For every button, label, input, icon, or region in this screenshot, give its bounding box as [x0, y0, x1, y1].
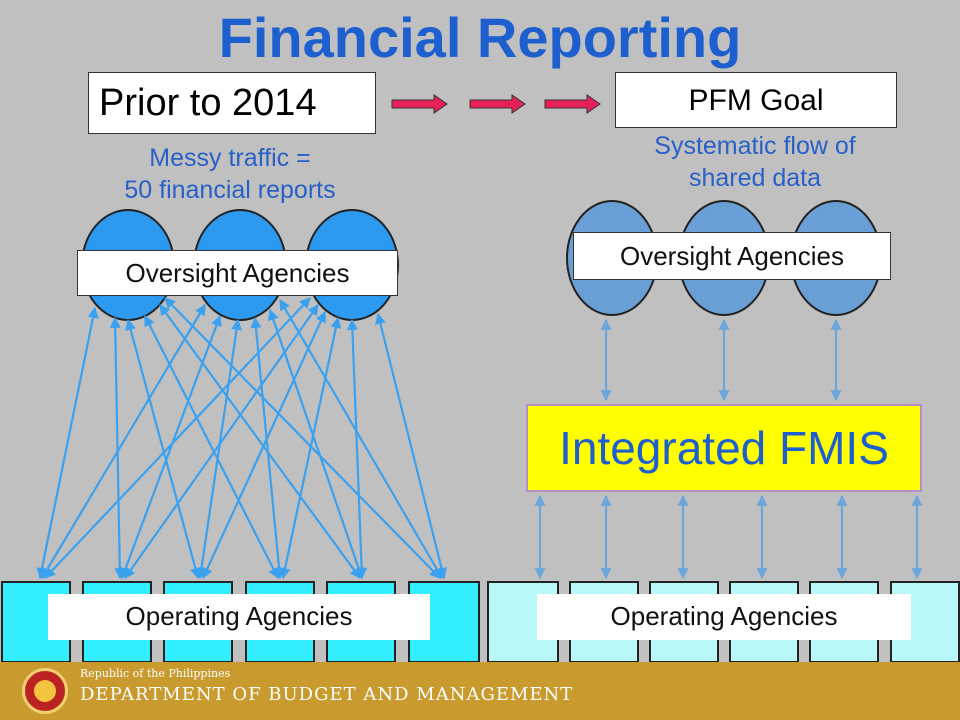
messy-caption: Messy traffic = 50 financial reports: [60, 142, 400, 206]
systematic-caption-line: Systematic flow of: [654, 132, 856, 160]
right-oversight-label: Oversight Agencies: [573, 232, 891, 280]
footer-republic: Republic of the Philippines: [80, 667, 231, 680]
messy-arrow: [125, 318, 201, 580]
systematic-arrows: [534, 318, 923, 580]
dbm-seal-center: [34, 680, 56, 702]
left-operating-label: Operating Agencies: [48, 594, 430, 640]
systematic-caption: Systematic flow of shared data: [595, 130, 915, 194]
prior-label: Prior to 2014: [99, 82, 317, 124]
transition-arrow: [391, 94, 448, 114]
messy-caption-line: Messy traffic =: [149, 144, 311, 172]
transition-arrow: [469, 94, 526, 114]
transition-arrows: [391, 94, 601, 114]
page-title: Financial Reporting: [218, 6, 742, 69]
integrated-fmis-hub: Integrated FMIS: [526, 404, 922, 492]
messy-arrow: [346, 318, 368, 580]
messy-arrows: [36, 297, 447, 580]
goal-label: PFM Goal: [688, 84, 824, 117]
messy-arrow: [44, 297, 311, 579]
messy-arrow: [41, 304, 206, 579]
footer-band: [0, 662, 960, 720]
dbm-seal-icon: [22, 668, 68, 714]
footer-department: DEPARTMENT OF BUDGET AND MANAGEMENT: [80, 684, 574, 705]
systematic-caption-line: shared data: [688, 164, 822, 192]
messy-arrow: [196, 318, 242, 580]
transition-arrow: [544, 94, 601, 114]
messy-arrow: [279, 316, 342, 580]
messy-arrow: [202, 311, 326, 579]
messy-arrow: [375, 312, 447, 580]
goal-label-box: PFM Goal: [615, 72, 897, 128]
right-operating-label: Operating Agencies: [537, 594, 911, 640]
left-oversight-label: Oversight Agencies: [77, 250, 398, 296]
messy-caption-line: 50 financial reports: [124, 176, 336, 204]
messy-arrow: [268, 308, 364, 580]
prior-label-box: Prior to 2014: [88, 72, 376, 134]
messy-arrow: [36, 306, 99, 580]
messy-arrow: [159, 304, 361, 579]
